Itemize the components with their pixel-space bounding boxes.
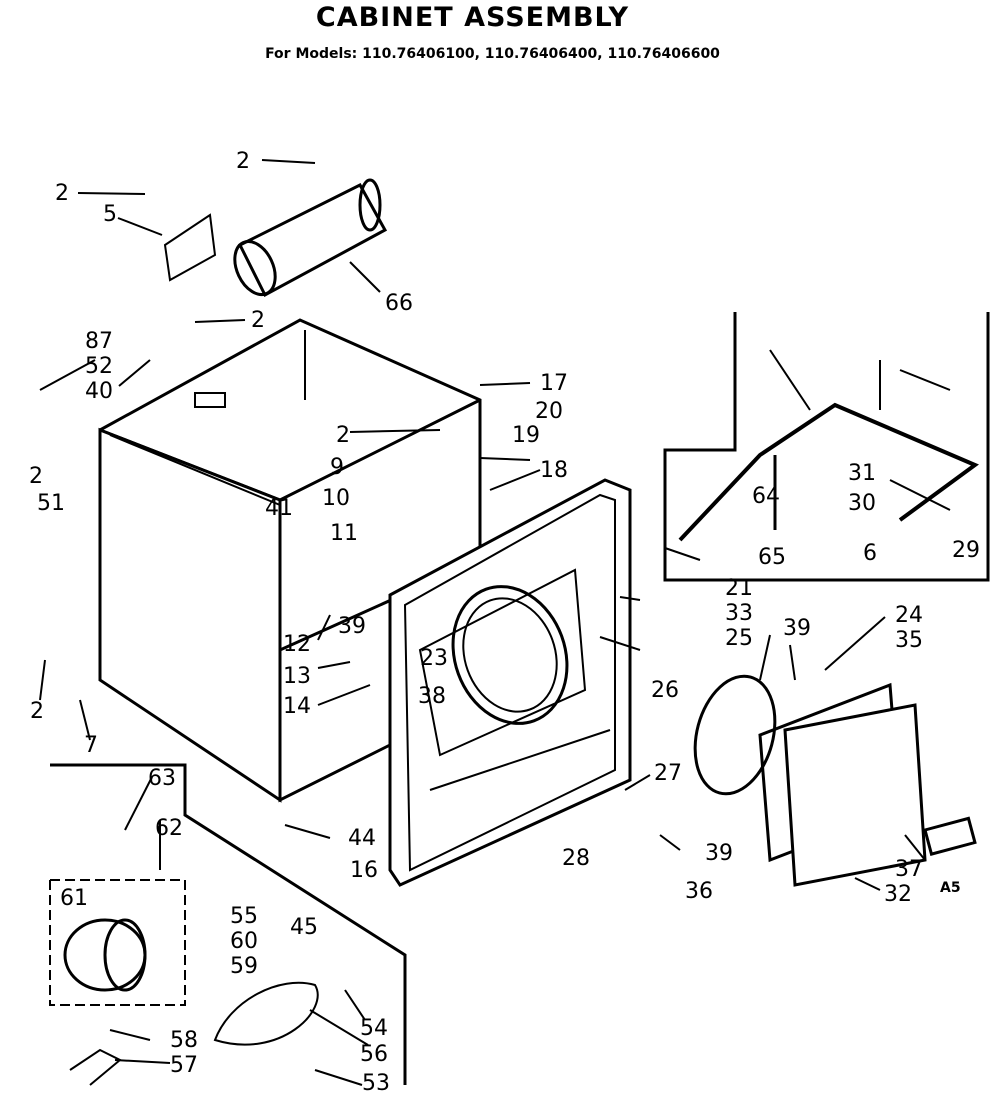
diagram-code: A5: [940, 880, 961, 896]
leader-lines: [39, 159, 926, 1086]
callout-number: 36: [685, 879, 713, 904]
callout-number: 38: [418, 684, 446, 709]
callout-number: 7: [84, 733, 98, 758]
callout-number: 40: [85, 379, 113, 404]
callout-number: 26: [651, 678, 679, 703]
callout-number: 16: [350, 858, 378, 883]
callout-number: 29: [952, 538, 980, 563]
callout-number: 2: [29, 464, 43, 489]
callout-number: 52: [85, 354, 113, 379]
callout-number: 53: [362, 1071, 390, 1096]
callout-number: 24: [895, 603, 923, 628]
callout-number: 2: [30, 699, 44, 724]
callout-number: 44: [348, 826, 376, 851]
callout-number: 64: [752, 484, 780, 509]
callout-number: 61: [60, 886, 88, 911]
callout-number: 30: [848, 491, 876, 516]
wiring-harness-inset: [663, 312, 990, 582]
callout-number: 58: [170, 1028, 198, 1053]
callout-number: 60: [230, 929, 258, 954]
callout-number: 12: [283, 632, 311, 657]
callout-number: 56: [360, 1042, 388, 1067]
front-panel-drawing: [388, 478, 632, 887]
callout-number: 51: [37, 491, 65, 516]
door-drawing: [693, 674, 977, 887]
callout-number: 27: [654, 761, 682, 786]
callout-number: 2: [336, 423, 350, 448]
callout-number: 41: [265, 496, 293, 521]
exhaust-duct-drawing: [163, 178, 388, 298]
model-list: For Models: 110.76406100, 110.76406400, …: [265, 46, 720, 62]
callout-number: 45: [290, 915, 318, 940]
callout-number: 23: [420, 646, 448, 671]
callout-number: 37: [895, 857, 923, 882]
callout-labels: 2 2 5 66 2 87 52 40 17 20 2 19 9 18 10 1…: [29, 149, 980, 1096]
callout-number: 18: [540, 458, 568, 483]
callout-number: 39: [338, 614, 366, 639]
callout-number: 2: [251, 308, 265, 333]
callout-number: 57: [170, 1053, 198, 1078]
callout-number: 39: [705, 841, 733, 866]
callout-number: 19: [512, 423, 540, 448]
callout-number: 14: [283, 694, 311, 719]
callout-number: 11: [330, 521, 358, 546]
callout-number: 21: [725, 576, 753, 601]
motor-drive-inset: [49, 763, 407, 1086]
callout-number: 17: [540, 371, 568, 396]
callout-number: 2: [55, 181, 69, 206]
callout-number: 28: [562, 846, 590, 871]
callout-number: 9: [330, 455, 344, 480]
callout-number: 2: [236, 149, 250, 174]
callout-number: 54: [360, 1016, 388, 1041]
callout-number: 20: [535, 399, 563, 424]
callout-number: 5: [103, 202, 117, 227]
callout-number: 62: [155, 816, 183, 841]
callout-number: 33: [725, 601, 753, 626]
callout-number: 35: [895, 628, 923, 653]
callout-number: 32: [884, 882, 912, 907]
callout-number: 65: [758, 545, 786, 570]
callout-number: 39: [783, 616, 811, 641]
callout-number: 31: [848, 461, 876, 486]
diagram-title: CABINET ASSEMBLY: [315, 2, 630, 33]
callout-number: 10: [322, 486, 350, 511]
callout-number: 63: [148, 766, 176, 791]
callout-number: 25: [725, 626, 753, 651]
callout-number: 87: [85, 329, 113, 354]
callout-number: 55: [230, 904, 258, 929]
callout-number: 6: [863, 541, 877, 566]
callout-number: 66: [385, 291, 413, 316]
callout-number: 59: [230, 954, 258, 979]
callout-number: 13: [283, 664, 311, 689]
